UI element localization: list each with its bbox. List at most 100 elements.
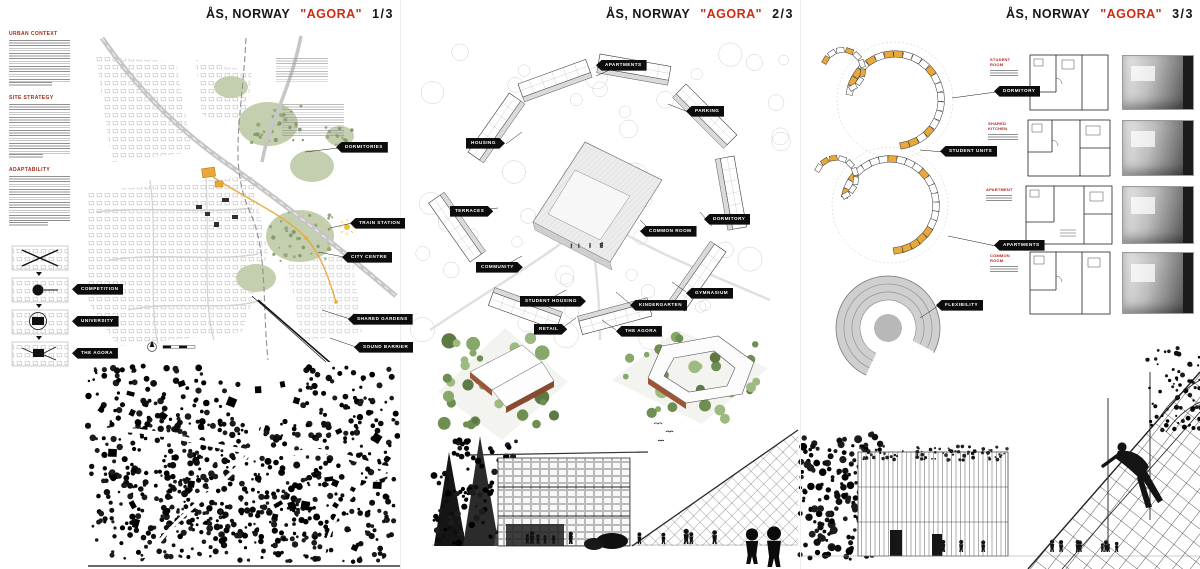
amphitheatre-plan: [835, 275, 941, 381]
section-heading: ADAPTABILITY: [9, 167, 51, 173]
board1-title-page: 1/3: [372, 7, 394, 21]
plan-label-apartment: APARTMENT: [986, 187, 1020, 201]
foliage-texture: [430, 437, 525, 546]
building-footprints: [97, 379, 383, 552]
board3-title: ÅS, NORWAY "AGORA" 3/3: [806, 7, 1194, 21]
leader-lines-1: [304, 147, 357, 348]
birds: [653, 422, 674, 442]
board1-title-city: ÅS, NORWAY: [206, 7, 291, 21]
callout-retail: RETAIL: [534, 324, 567, 335]
plan-caption-placeholder: [990, 69, 1018, 76]
text-section-site-strategy: SITE STRATEGY: [9, 95, 70, 159]
board3-perspective: [797, 346, 1200, 569]
board3-title-project: "AGORA": [1100, 7, 1163, 21]
board2-title: ÅS, NORWAY "AGORA" 2/3: [406, 7, 794, 21]
interior-render-photo-2: [1122, 120, 1194, 176]
board3-title-city: ÅS, NORWAY: [1006, 7, 1091, 21]
unit-chips-upper: [821, 46, 867, 92]
bush: [596, 533, 628, 549]
callout-university: UNIVERSITY: [72, 316, 119, 327]
north-arrow: [147, 340, 157, 352]
board2-render-thumbs: [437, 328, 768, 440]
figure-ground-roads: [87, 363, 399, 567]
callout-parking: PARKING: [686, 106, 725, 117]
floor-plan-4: [1029, 251, 1111, 315]
agora-building: [532, 141, 663, 271]
board3-floor-plans: [1025, 54, 1113, 315]
board1-strategy-diagrams: [11, 245, 69, 367]
foreground-person: [767, 526, 781, 567]
perspective-building: [469, 451, 649, 547]
key-buildings: [196, 198, 238, 227]
callout-train-station: TRAIN STATION: [350, 218, 406, 229]
conifer-tree: [463, 436, 499, 546]
roof-vines: [859, 444, 1009, 462]
forest-texture: [84, 363, 401, 564]
board1-title-project: "AGORA": [300, 7, 363, 21]
plan-label-student-room: STUDENT ROOM: [990, 57, 1024, 76]
board2-title-project: "AGORA": [700, 7, 763, 21]
callout-community: COMMUNITY: [476, 262, 523, 273]
board2-axonometric: [410, 42, 791, 350]
unit-chips-lower: [814, 154, 860, 200]
board1-text-column: URBAN CONTEXT SITE STRATEGY ADAPTABILITY: [9, 31, 70, 235]
board3-title-page: 3/3: [1172, 7, 1194, 21]
callout-flexibility: FLEXIBILITY: [936, 300, 984, 311]
section-cut-line: [257, 299, 335, 367]
body-text-placeholder: [9, 82, 52, 87]
text-section-adaptability: ADAPTABILITY: [9, 167, 70, 227]
foreground-person: [745, 528, 759, 564]
callout-dormitory: DORMITORY: [704, 214, 751, 225]
strategy-diagram-4: [11, 341, 69, 367]
down-arrow-icon: [36, 304, 42, 308]
board1-site-map: [88, 35, 398, 367]
plan-caption-placeholder: [990, 265, 1018, 272]
section-heading: SITE STRATEGY: [9, 95, 54, 101]
board2-title-page: 2/3: [772, 7, 794, 21]
strategy-diagram-1: [11, 245, 69, 271]
site-highlight: [201, 166, 338, 304]
interior-render-photo-4: [1122, 252, 1194, 314]
road-network: [95, 35, 398, 361]
callout-apartments: APARTMENTS: [596, 60, 647, 71]
render-thumb-right: [612, 330, 768, 424]
callout-housing: HOUSING: [466, 138, 505, 149]
interior-render-photo-3: [1122, 186, 1194, 244]
tree-branch: [1157, 379, 1200, 433]
callout-dormitories: DORMITORIES: [336, 142, 388, 153]
section-heading: URBAN CONTEXT: [9, 31, 58, 37]
lattice-building: [857, 451, 1009, 557]
plan-label-shared-kitchen: SHARED KITCHEN: [988, 121, 1022, 140]
plan-caption-placeholder: [988, 133, 1018, 140]
scale-bar: [162, 345, 196, 349]
leader-lines-3: [919, 91, 997, 319]
board2-title-city: ÅS, NORWAY: [606, 7, 691, 21]
callout-city-centre: CITY CENTRE: [342, 252, 393, 263]
plan-caption-placeholder: [986, 194, 1012, 201]
board1-title: ÅS, NORWAY "AGORA" 1/3: [6, 7, 394, 21]
board-divider: [400, 0, 401, 569]
plan-label-text: STUDENT ROOM: [990, 57, 1011, 67]
down-arrow-icon: [36, 336, 42, 340]
plan-label-text: COMMON ROOM: [990, 253, 1010, 263]
callout-apartments-3: APARTMENTS: [994, 240, 1045, 251]
callout-student-units: STUDENT UNITS: [940, 146, 998, 157]
floor-plan-1: [1029, 54, 1109, 111]
body-text-placeholder: [9, 222, 49, 227]
callout-sound-barrier: SOUND BARRIER: [354, 342, 414, 353]
body-text-placeholder: [9, 40, 70, 82]
unit-ring-lower: [840, 155, 940, 255]
plan-label-text: APARTMENT: [986, 187, 1013, 192]
callout-competition: COMPETITION: [72, 284, 124, 295]
callout-kindergarten: KINDERGARTEN: [630, 300, 688, 311]
callout-terraces: TERRACES: [450, 206, 493, 217]
board1-figure-ground: [84, 362, 401, 567]
bush: [584, 538, 604, 550]
section-cut-line: [251, 295, 327, 363]
callout-the-agora: THE AGORA: [72, 348, 118, 359]
board2-perspective: [430, 422, 799, 567]
map-note-placeholder: [276, 58, 328, 82]
overhanging-foliage: [1145, 346, 1200, 433]
